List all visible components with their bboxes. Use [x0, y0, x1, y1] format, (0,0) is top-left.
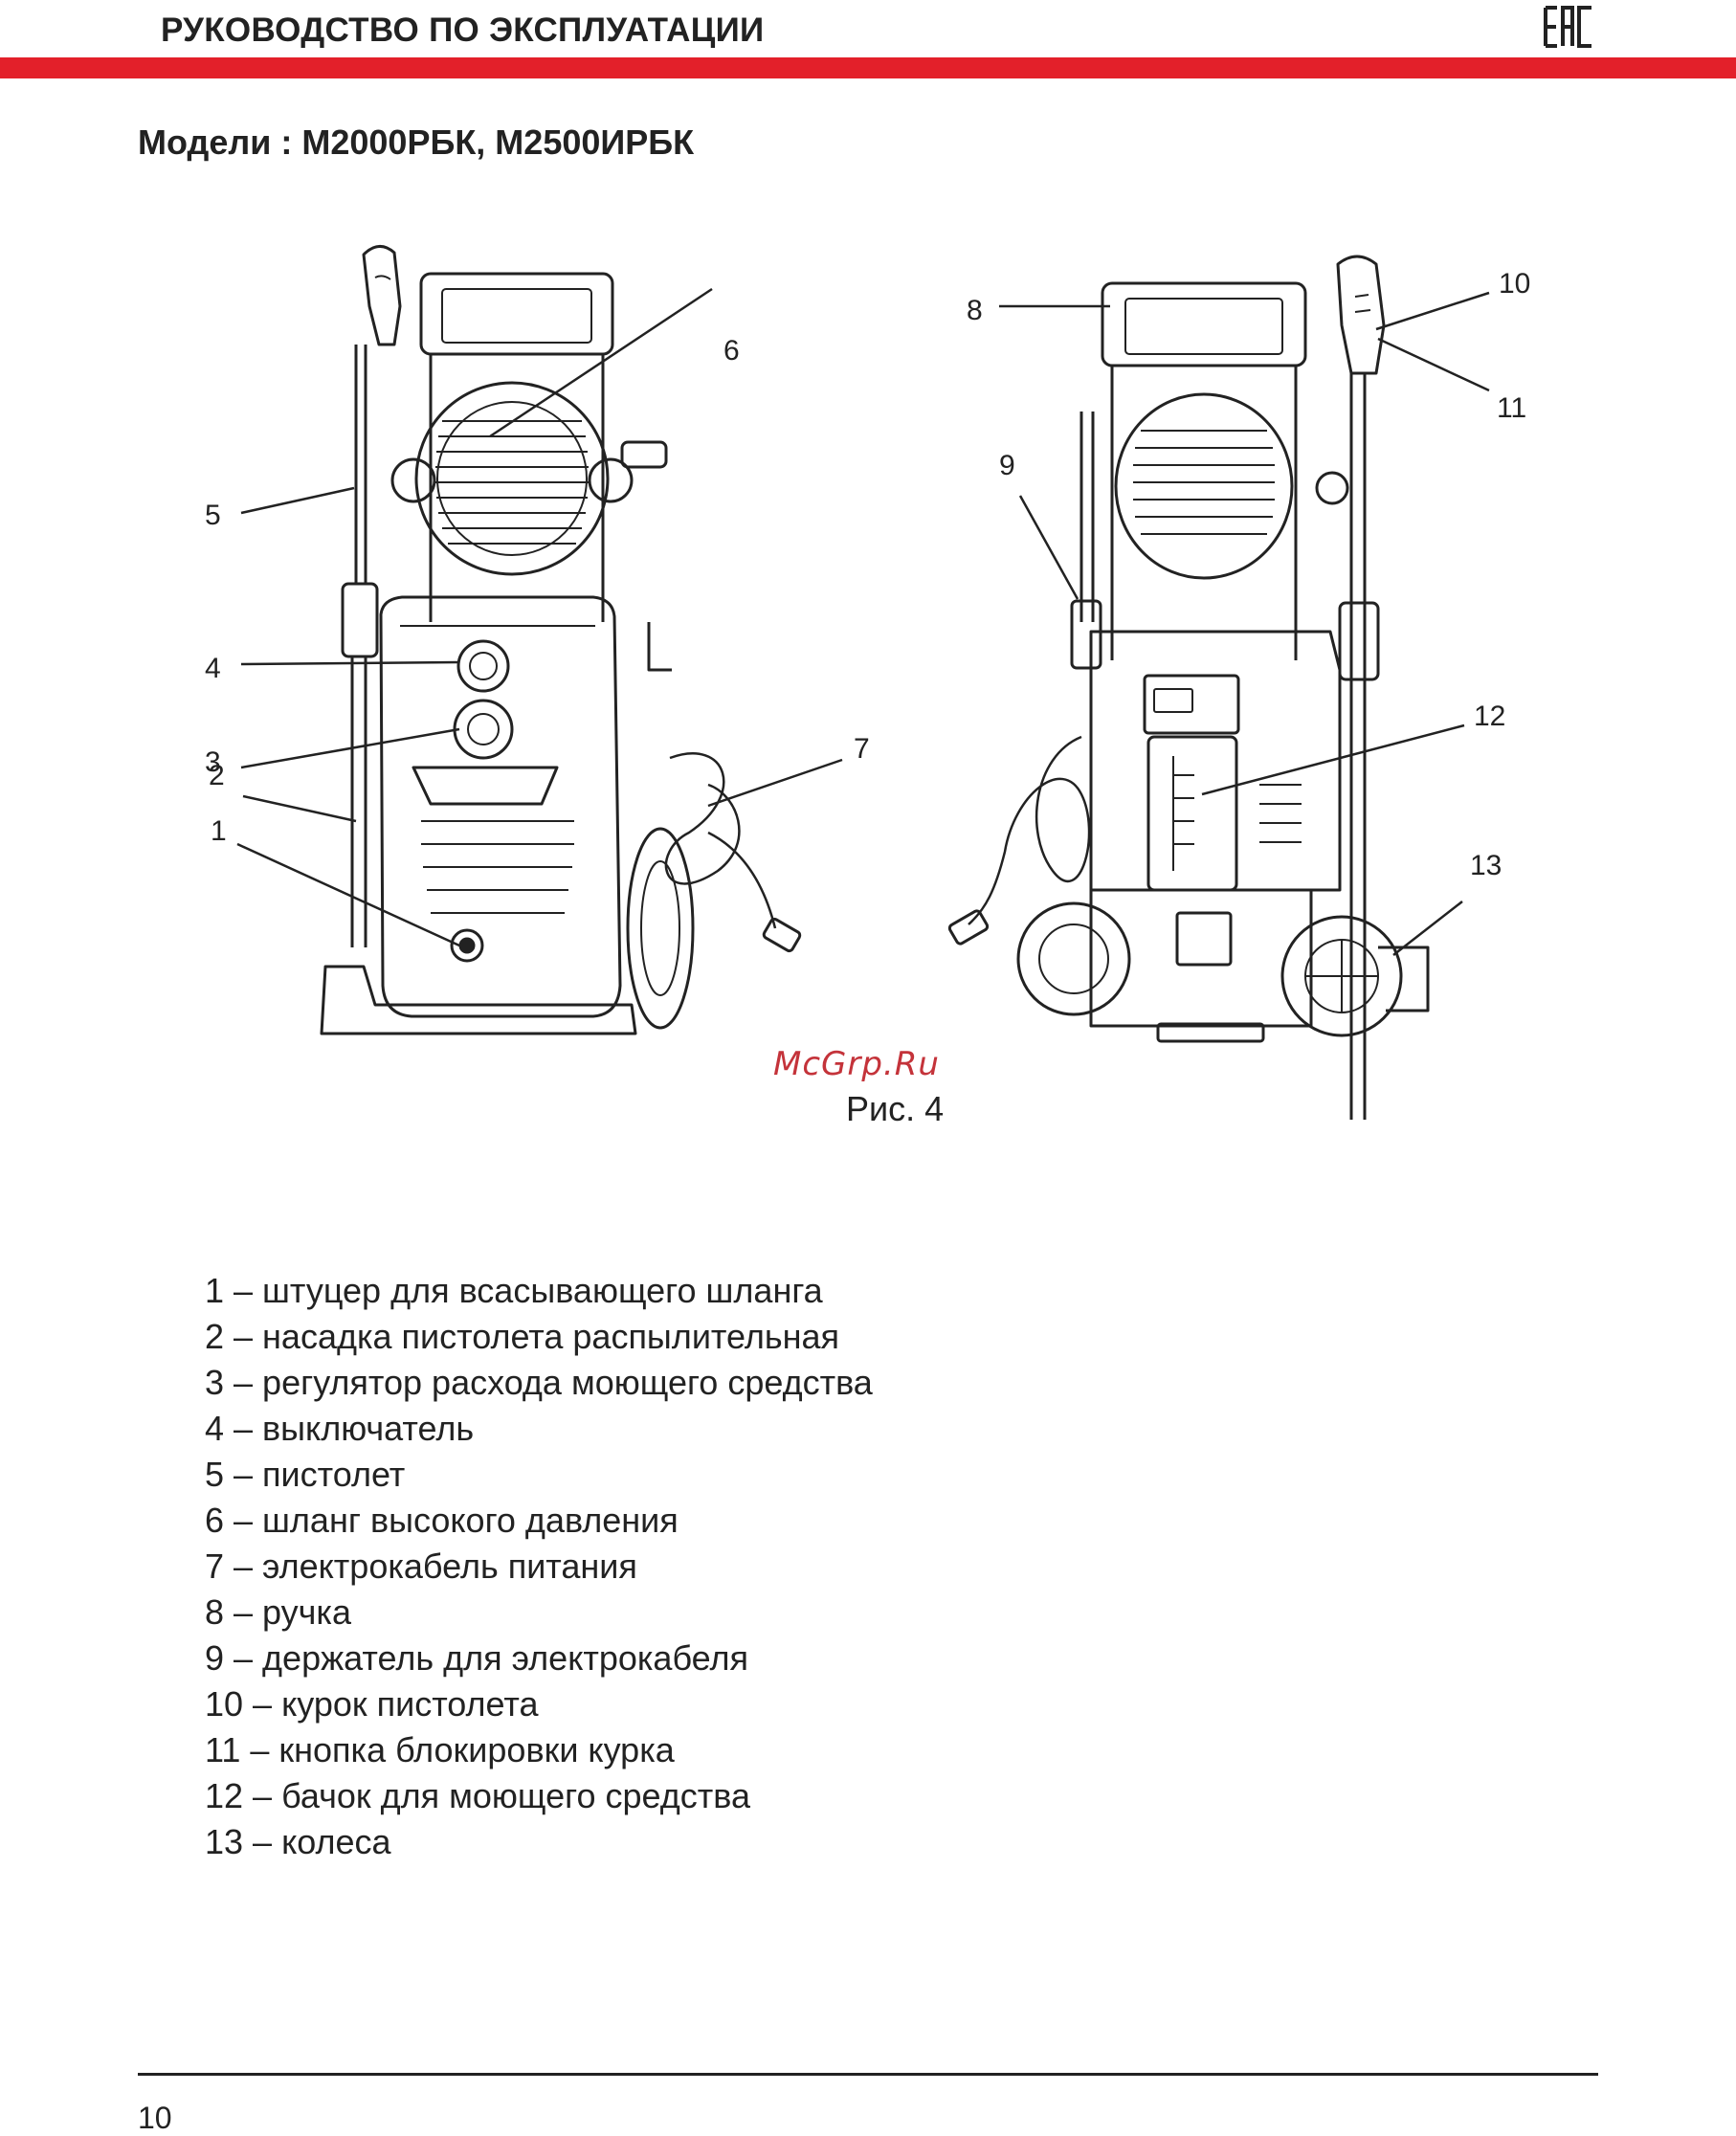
legend-item: 12 – бачок для моющего средства	[205, 1776, 750, 1815]
callout-3: 3	[205, 746, 221, 778]
eac-logo-icon	[1544, 6, 1591, 48]
callout-13: 13	[1470, 850, 1502, 881]
footer-rule	[138, 2073, 1598, 2076]
callout-lines	[236, 287, 1490, 956]
legend-item: 7 – электрокабель питания	[205, 1546, 637, 1586]
callout-8: 8	[967, 295, 983, 326]
callout-7: 7	[854, 733, 870, 765]
figure-caption: Рис. 4	[846, 1089, 945, 1128]
parts-legend: 1 – штуцер для всасывающего шланга 2 – н…	[205, 1268, 873, 1865]
legend-item: 4 – выключатель	[205, 1409, 475, 1448]
washer-front-view	[320, 245, 802, 1035]
callout-9: 9	[999, 450, 1015, 481]
legend-item: 13 – колеса	[205, 1822, 391, 1861]
header-red-bar	[0, 57, 1736, 78]
callout-10: 10	[1499, 268, 1530, 300]
legend-item: 6 – шланг высокого давления	[205, 1501, 679, 1540]
figure-4: 1 2 3 4 5 6 7 8 9 10 11 12 13	[0, 220, 1736, 1120]
models-title: Модели : М2000РБК, М2500ИРБК	[138, 122, 695, 162]
legend-item: 3 – регулятор расхода моющего средства	[205, 1363, 873, 1402]
legend-item: 2 – насадка пистолета распылительная	[205, 1317, 839, 1356]
legend-item: 10 – курок пистолета	[205, 1684, 539, 1724]
callout-1: 1	[211, 815, 227, 847]
callout-6: 6	[723, 335, 740, 367]
callout-4: 4	[205, 653, 221, 684]
header-title: РУКОВОДСТВО ПО ЭКСПЛУАТАЦИИ	[161, 11, 765, 49]
callout-numbers: 1 2 3 4 5 6 7 8 9 10 11 12 13	[205, 268, 1530, 881]
page-number: 10	[138, 2101, 172, 2135]
callout-2: 2	[209, 760, 225, 791]
legend-item: 1 – штуцер для всасывающего шланга	[205, 1271, 823, 1310]
callout-11: 11	[1497, 392, 1526, 424]
legend-item: 5 – пистолет	[205, 1455, 406, 1494]
legend-item: 8 – ручка	[205, 1592, 351, 1632]
legend-item: 11 – кнопка блокировки курка	[205, 1730, 675, 1769]
watermark: McGrp.Ru	[773, 1045, 940, 1083]
callout-12: 12	[1474, 701, 1505, 732]
washer-rear-view	[947, 255, 1430, 1120]
callout-5: 5	[205, 500, 221, 531]
pressure-washer-illustration: 1 2 3 4 5 6 7 8 9 10 11 12 13	[205, 245, 1530, 1120]
legend-item: 9 – держатель для электрокабеля	[205, 1638, 748, 1678]
